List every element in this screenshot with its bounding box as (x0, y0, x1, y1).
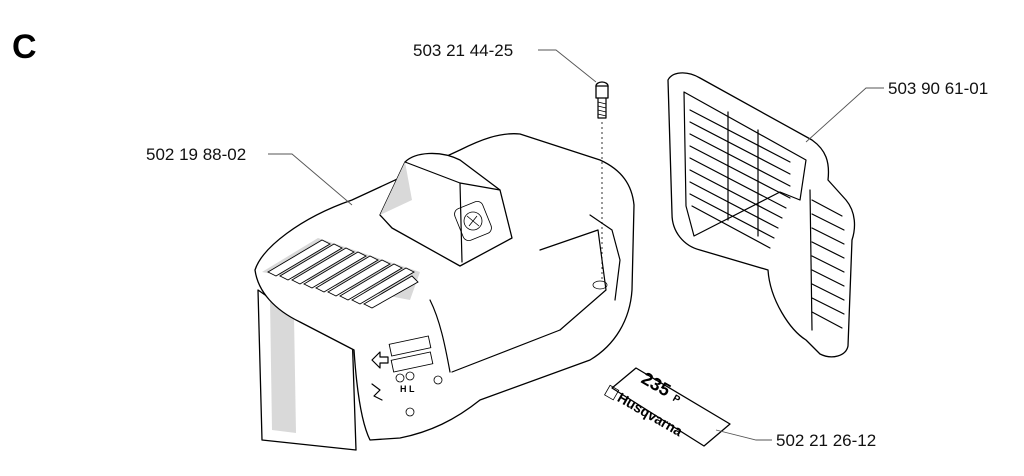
arrow-icon (371, 351, 389, 369)
grille-side-fins (809, 189, 845, 331)
leader-line-cover (268, 153, 353, 206)
part-number-decal: 502 21 26-12 (776, 431, 876, 450)
section-letter: C (12, 28, 37, 66)
part-number-grille: 503 90 61-01 (888, 79, 988, 98)
cover-vent-slots (262, 238, 420, 309)
husqvarna-logo-emblem (454, 201, 492, 241)
leader-line-grille (805, 87, 884, 143)
cylinder-cover-drawing: H L (254, 133, 635, 451)
grille-slats (689, 109, 791, 249)
model-decal-drawing: 235 P Husqvarna (604, 367, 731, 447)
decal-model-suffix: P (671, 393, 683, 406)
choke-symbol-icon (371, 383, 383, 401)
part-number-screw: 503 21 44-25 (413, 41, 513, 60)
air-intake-grille-drawing (667, 72, 856, 358)
cover-control-panel: H L (371, 335, 443, 417)
choke-label: H L (400, 384, 415, 394)
part-number-cover: 502 19 88-02 (146, 145, 246, 164)
screw-drawing (595, 81, 609, 282)
leader-line-decal (715, 429, 772, 441)
leader-line-screw (538, 49, 597, 83)
